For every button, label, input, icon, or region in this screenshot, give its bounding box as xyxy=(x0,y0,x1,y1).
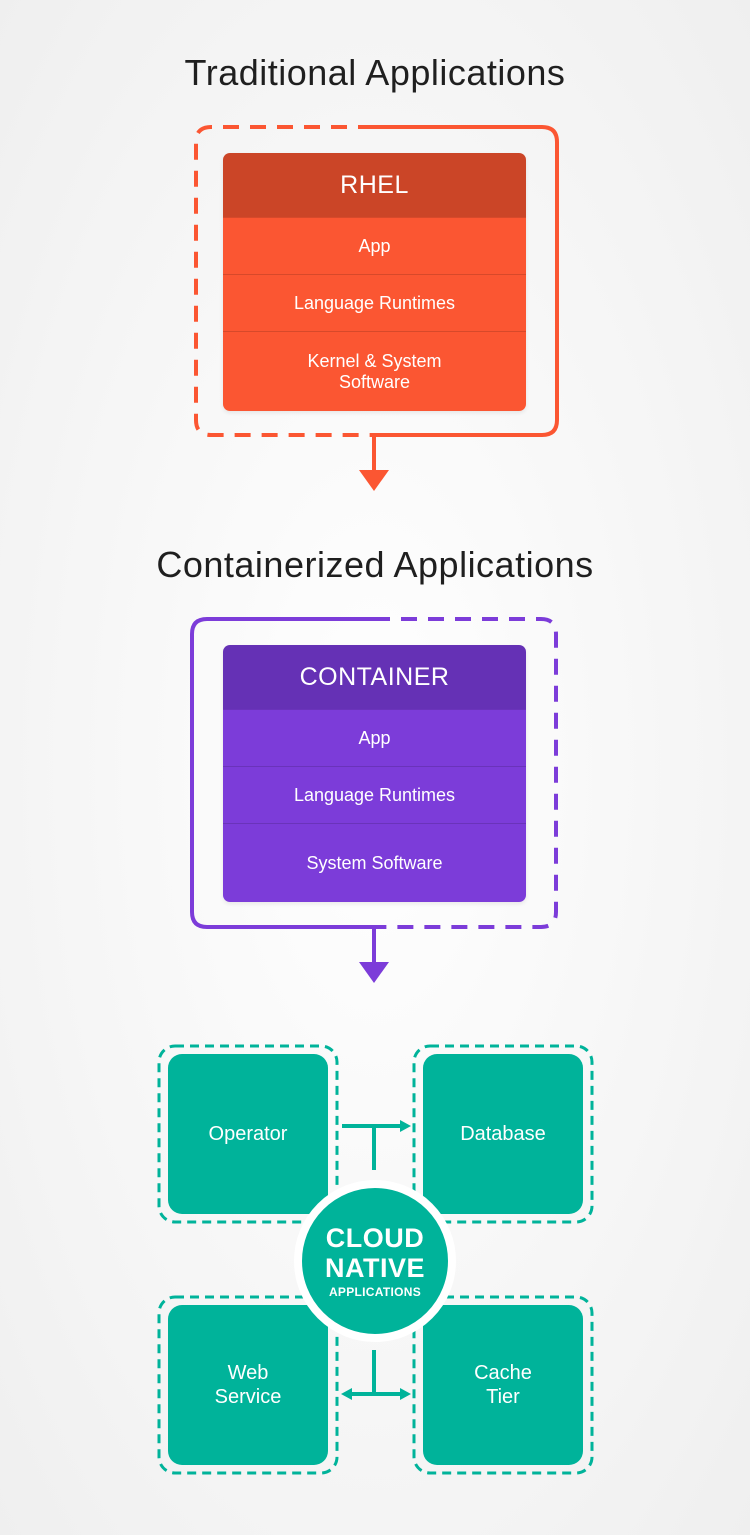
rhel-layer-app: App xyxy=(223,217,526,274)
bottom-arrow-head-right xyxy=(400,1388,411,1400)
web-service-outline xyxy=(157,1295,339,1475)
operator-tile: Operator xyxy=(168,1054,328,1214)
container-layer-app: App xyxy=(223,709,526,766)
traditional-frame xyxy=(194,125,559,472)
containerized-frame xyxy=(190,617,558,964)
traditional-title: Traditional Applications xyxy=(184,52,566,93)
cache-tier-tile: Cache Tier xyxy=(423,1305,583,1465)
web-service-tile: Web Service xyxy=(168,1305,328,1465)
bottom-arrow-head-left xyxy=(341,1388,352,1400)
rhel-layer-kernel-system-software: Kernel & System Software xyxy=(223,331,526,411)
container-stack: CONTAINER App Language Runtimes System S… xyxy=(223,645,526,902)
top-arrow-head-right xyxy=(400,1120,411,1132)
operator-outline xyxy=(157,1044,339,1224)
cloud-native-hub: CLOUD NATIVE APPLICATIONS xyxy=(294,1180,456,1342)
hub-line-applications: APPLICATIONS xyxy=(328,1285,422,1299)
rhel-stack: RHEL App Language Runtimes Kernel & Syst… xyxy=(223,153,526,411)
cache-tier-outline xyxy=(412,1295,594,1475)
hub-line-cloud: CLOUD xyxy=(325,1223,425,1253)
rhel-layer-language-runtimes: Language Runtimes xyxy=(223,274,526,331)
hub-line-native: NATIVE xyxy=(324,1253,425,1283)
database-outline xyxy=(412,1044,594,1224)
container-layer-language-runtimes: Language Runtimes xyxy=(223,766,526,823)
container-layer-system-software: System Software xyxy=(223,823,526,902)
container-header: CONTAINER xyxy=(223,645,526,709)
containerized-arrow-head xyxy=(359,962,389,983)
containerized-title: Containerized Applications xyxy=(156,544,594,585)
database-tile: Database xyxy=(423,1054,583,1214)
traditional-arrow-head xyxy=(359,470,389,491)
rhel-header: RHEL xyxy=(223,153,526,217)
